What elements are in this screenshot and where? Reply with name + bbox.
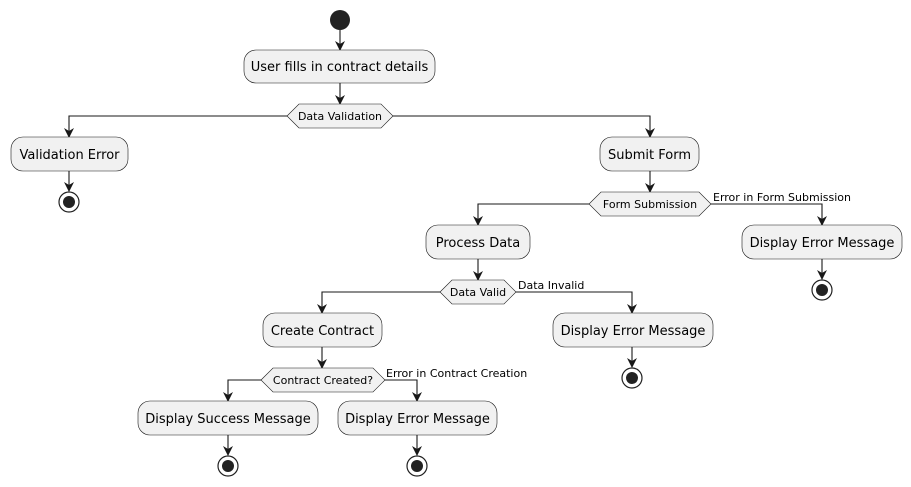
action-validation-error-label: Validation Error xyxy=(19,148,120,163)
edges xyxy=(64,30,827,456)
action-display-success: Display Success Message xyxy=(137,400,319,436)
decision-data-valid-label: Data Valid xyxy=(450,286,506,299)
start-node xyxy=(330,10,350,30)
decision-data-valid: Data Valid xyxy=(439,279,517,305)
action-submit-form: Submit Form xyxy=(599,136,700,172)
stop-node xyxy=(217,455,239,477)
action-submit-form-label: Submit Form xyxy=(608,148,691,163)
edge-label-data-invalid: Data Invalid xyxy=(518,279,584,292)
edge-label-error-form-submission: Error in Form Submission xyxy=(713,191,851,204)
decision-form-submission: Form Submission xyxy=(588,191,712,217)
edge-label-error-contract-creation: Error in Contract Creation xyxy=(386,367,527,380)
action-display-error-data-label: Display Error Message xyxy=(561,324,706,339)
edge-datavalid-right xyxy=(516,291,637,314)
action-process-data-label: Process Data xyxy=(436,236,521,251)
decision-contract-created-label: Contract Created? xyxy=(273,374,373,387)
action-display-error-contract: Display Error Message xyxy=(337,400,498,436)
action-process-data: Process Data xyxy=(425,224,531,260)
decision-form-submission-label: Form Submission xyxy=(603,198,697,211)
decision-data-validation-label: Data Validation xyxy=(298,110,382,123)
edge-datavalid-left xyxy=(317,291,440,314)
action-display-error-form: Display Error Message xyxy=(741,224,903,260)
edge-created-right xyxy=(385,379,422,402)
decision-contract-created: Contract Created? xyxy=(260,367,386,393)
action-create-contract: Create Contract xyxy=(262,312,383,348)
action-display-success-label: Display Success Message xyxy=(145,412,311,427)
edge-validation-left xyxy=(64,115,287,138)
action-display-error-contract-label: Display Error Message xyxy=(345,412,490,427)
stop-node xyxy=(406,455,428,477)
action-user-fills-label: User fills in contract details xyxy=(251,60,429,75)
decision-data-validation: Data Validation xyxy=(286,103,394,129)
action-display-error-form-label: Display Error Message xyxy=(750,236,895,251)
edge-formsub-left xyxy=(473,203,589,226)
edge-created-left xyxy=(223,379,261,402)
stop-node xyxy=(811,279,833,301)
action-create-contract-label: Create Contract xyxy=(271,324,374,339)
action-display-error-data: Display Error Message xyxy=(552,312,714,348)
edge-validation-right xyxy=(393,115,655,138)
edge-formsub-right xyxy=(711,203,827,226)
action-validation-error: Validation Error xyxy=(10,136,129,172)
action-user-fills: User fills in contract details xyxy=(243,49,436,84)
stop-node xyxy=(621,367,643,389)
stop-node xyxy=(58,191,80,213)
